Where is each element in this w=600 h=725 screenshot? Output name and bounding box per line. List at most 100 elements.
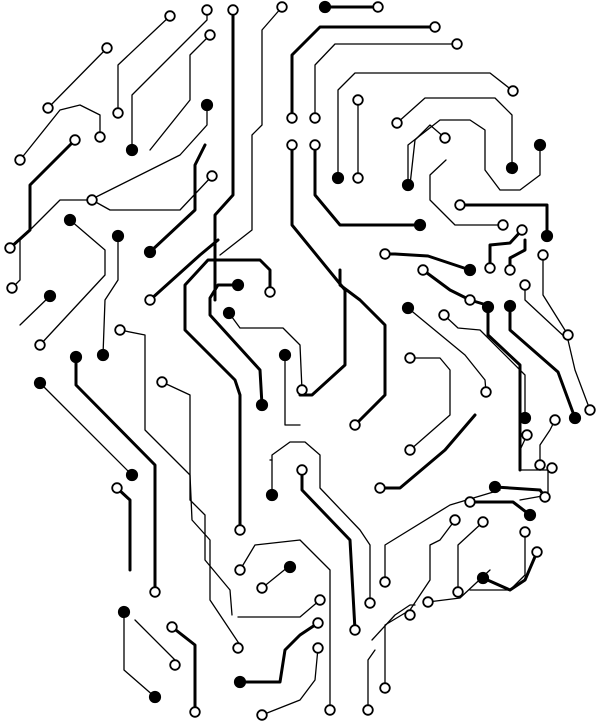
circuit-trace: [284, 354, 301, 426]
solder-pad-open: [309, 139, 321, 151]
solder-pad-open: [111, 482, 123, 494]
solder-pad-open: [539, 491, 551, 503]
circuit-trace: [407, 119, 541, 191]
solder-pad-open: [256, 582, 268, 594]
circuit-trace: [290, 143, 347, 397]
solder-pad-filled: [481, 300, 495, 314]
solder-pad-filled: [63, 213, 77, 227]
solder-pad-open: [201, 4, 213, 16]
circuit-trace: [123, 611, 156, 698]
circuit-trace: [261, 647, 319, 716]
solder-pad-open: [546, 462, 558, 474]
solder-pad-open: [166, 621, 178, 633]
circuit-trace: [337, 72, 514, 179]
solder-pad-filled: [111, 229, 125, 243]
circuit-pads: [4, 0, 596, 721]
circuit-trace: [542, 254, 569, 336]
solder-pad-open: [404, 444, 416, 456]
circuit-traces: [8, 5, 591, 716]
solder-pad-open: [232, 642, 244, 654]
solder-pad-open: [438, 309, 450, 321]
circuit-trace: [314, 43, 458, 119]
circuit-trace: [409, 357, 451, 451]
solder-pad-open: [562, 329, 574, 341]
solder-pad-open: [417, 264, 429, 276]
circuit-trace: [39, 219, 106, 346]
solder-pad-filled: [117, 605, 131, 619]
solder-pad-open: [4, 242, 16, 254]
solder-pad-open: [516, 224, 528, 236]
circuit-trace: [115, 486, 132, 572]
solder-pad-open: [452, 586, 464, 598]
solder-pad-filled: [222, 306, 236, 320]
solder-pad-open: [286, 139, 298, 151]
solder-pad-open: [477, 516, 489, 528]
circuit-trace: [384, 489, 501, 583]
solder-pad-open: [534, 459, 546, 471]
solder-pad-filled: [331, 171, 345, 185]
solder-pad-open: [372, 1, 384, 13]
circuit-trace: [493, 485, 547, 499]
circuit-trace: [429, 159, 504, 226]
circuit-trace: [488, 228, 524, 270]
circuit-trace: [539, 419, 556, 466]
solder-pad-open: [112, 107, 124, 119]
solder-pad-filled: [265, 488, 279, 502]
solder-pad-filled: [125, 468, 139, 482]
solder-pad-open: [429, 21, 441, 33]
solder-pad-open: [454, 199, 466, 211]
solder-pad-open: [312, 642, 324, 654]
circuit-trace: [237, 599, 321, 618]
solder-pad-open: [391, 117, 403, 129]
circuit-trace: [443, 314, 526, 419]
circuit-trace: [219, 6, 283, 256]
solder-pad-open: [324, 704, 336, 716]
circuit-trace: [338, 268, 387, 427]
circuit-trace: [102, 235, 119, 356]
solder-pad-open: [234, 524, 246, 536]
solder-pad-filled: [43, 289, 57, 303]
solder-pad-open: [86, 194, 98, 206]
solder-pad-open: [379, 576, 391, 588]
solder-pad-open: [362, 704, 374, 716]
solder-pad-open: [234, 564, 246, 576]
solder-pad-filled: [96, 348, 110, 362]
solder-pad-open: [584, 404, 596, 416]
solder-pad-open: [264, 286, 276, 298]
circuit-trace: [508, 238, 527, 272]
solder-pad-open: [169, 659, 181, 671]
solder-pad-open: [439, 132, 451, 144]
circuit-trace: [39, 382, 133, 476]
solder-pad-open: [497, 219, 509, 231]
solder-pad-filled: [540, 229, 554, 243]
solder-pad-filled: [401, 178, 415, 192]
solder-pad-open: [519, 279, 531, 291]
solder-pad-open: [464, 496, 476, 508]
solder-pad-filled: [143, 245, 157, 259]
solder-pad-filled: [200, 98, 214, 112]
solder-pad-open: [42, 102, 54, 114]
solder-pad-open: [144, 294, 156, 306]
circuit-trace: [271, 441, 371, 604]
solder-pad-open: [204, 29, 216, 41]
circuit-trace: [407, 307, 487, 393]
solder-pad-open: [34, 339, 46, 351]
solder-pad-filled: [476, 571, 490, 585]
solder-pad-open: [352, 172, 364, 184]
solder-pad-filled: [413, 218, 427, 232]
solder-pad-open: [504, 264, 516, 276]
circuit-trace: [508, 304, 577, 420]
solder-pad-open: [379, 682, 391, 694]
solder-pad-filled: [283, 560, 297, 574]
solder-pad-open: [189, 706, 201, 718]
circuit-trace: [481, 550, 539, 592]
circuit-trace: [19, 104, 101, 161]
circuit-trace: [290, 25, 437, 120]
solder-pad-filled: [318, 0, 332, 14]
solder-pad-open: [296, 384, 308, 396]
solder-pad-open: [349, 624, 361, 636]
solder-pad-open: [314, 594, 326, 606]
circuit-trace: [457, 521, 484, 593]
circuit-trace: [47, 47, 108, 109]
